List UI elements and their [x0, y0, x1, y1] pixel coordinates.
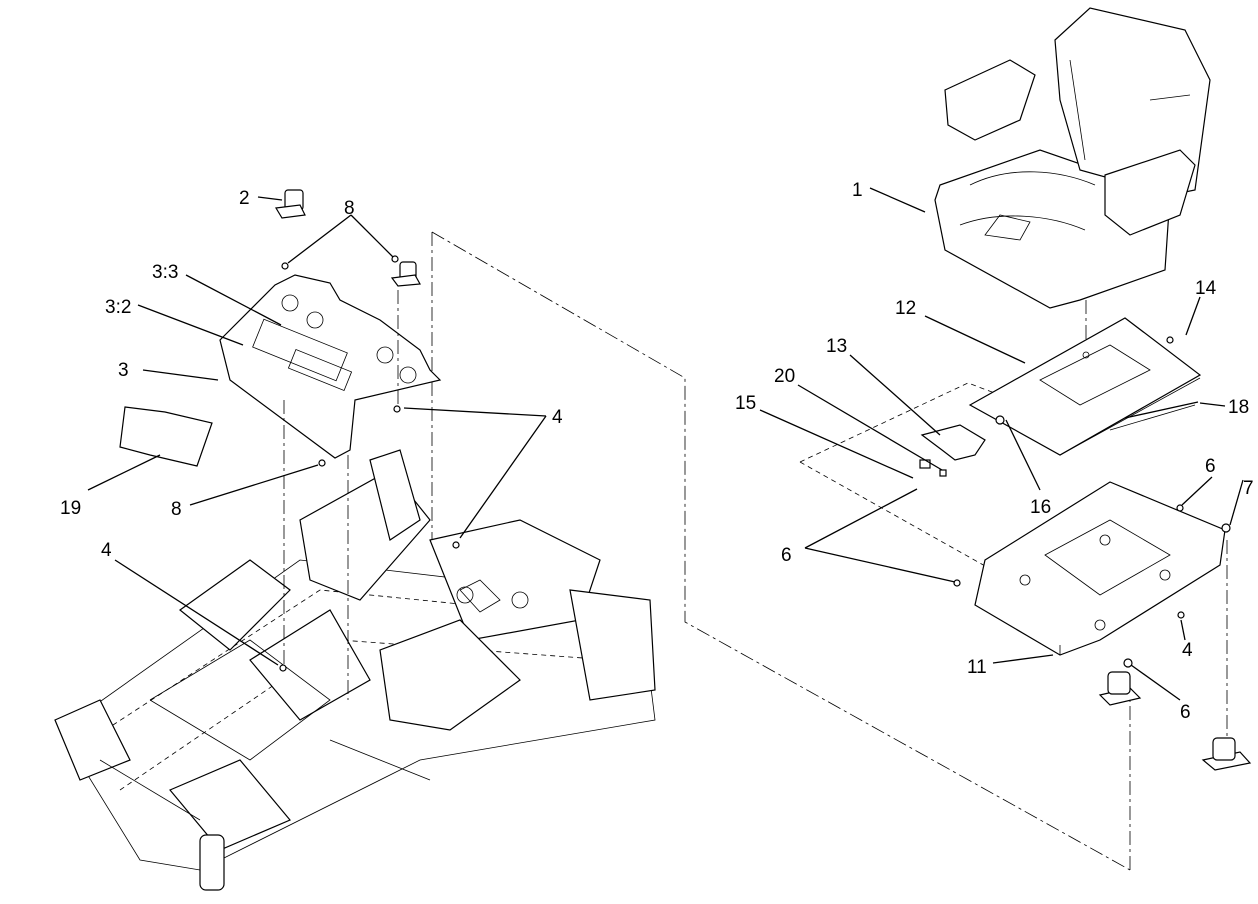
- label-15: 15: [735, 393, 756, 414]
- rubber-mount-2: [275, 189, 306, 219]
- seat-mount-outline: [431, 231, 1228, 871]
- label-6-left: 6: [781, 545, 792, 566]
- label-2: 2: [239, 188, 250, 209]
- label-16: 16: [1030, 497, 1051, 518]
- label-18: 18: [1228, 397, 1249, 418]
- fasteners-left: [279, 255, 460, 700]
- label-6-bottom: 6: [1180, 702, 1191, 723]
- chassis-frame: [54, 449, 656, 891]
- label-4-left: 4: [101, 540, 112, 561]
- label-19: 19: [60, 498, 81, 519]
- decal-19: [119, 406, 213, 467]
- label-7: 7: [1243, 478, 1254, 499]
- label-1: 1: [852, 180, 863, 201]
- rubber-mount-top: [390, 261, 421, 287]
- seat: [934, 7, 1211, 309]
- part-13: [920, 424, 986, 461]
- leader-lines: [87, 187, 1244, 701]
- label-14: 14: [1195, 278, 1217, 299]
- label-12: 12: [895, 298, 916, 319]
- small-parts-right: [919, 336, 1252, 771]
- label-11: 11: [967, 657, 987, 678]
- seat-plate-12: [968, 317, 1202, 456]
- label-13: 13: [826, 336, 847, 357]
- label-8-top: 8: [344, 198, 355, 219]
- label-4-top: 4: [552, 407, 563, 428]
- callout-labels: 1 2 8 3:3 3:2 3 4 19 8 4 12 14 13 20 15 …: [60, 180, 1254, 723]
- label-3-2: 3:2: [105, 297, 131, 318]
- seat-support-plate-3: [219, 274, 442, 459]
- label-3: 3: [118, 360, 129, 381]
- label-3-3: 3:3: [152, 262, 178, 283]
- seat-mount-plate-11: [974, 481, 1226, 656]
- label-8-bottom: 8: [171, 499, 182, 520]
- label-20: 20: [774, 366, 795, 387]
- label-4-right: 4: [1182, 640, 1193, 661]
- label-6-top: 6: [1205, 456, 1216, 477]
